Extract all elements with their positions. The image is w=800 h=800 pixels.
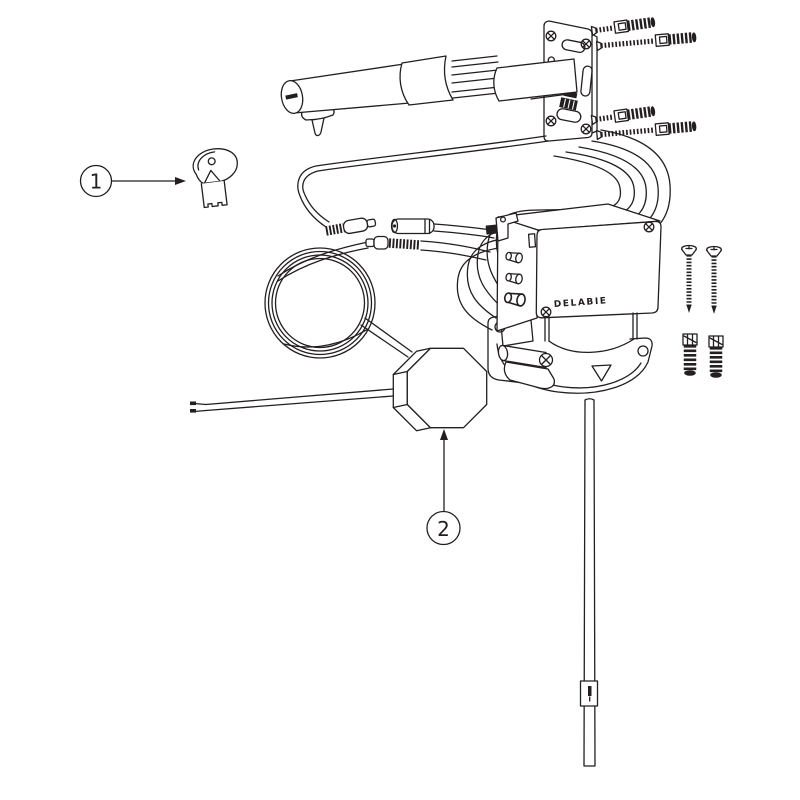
coil-ring-1 — [264, 247, 376, 359]
wall-plug-1 — [683, 334, 697, 376]
clamp-terminal — [485, 224, 499, 235]
plate-slot-bottom — [556, 108, 582, 123]
key — [192, 148, 238, 209]
connector-c-tip — [365, 238, 375, 248]
connector-a-ribs — [325, 223, 345, 236]
jack-connector-c — [365, 235, 491, 261]
coil-crossover — [283, 328, 369, 348]
sensor-cable-line-2 — [302, 140, 549, 223]
side-plug-3 — [503, 292, 526, 307]
coil-exit-to-connector — [277, 241, 369, 282]
jack-connector-b — [390, 218, 498, 239]
connector-c-body — [373, 235, 389, 250]
tube-joint-clip — [588, 686, 592, 696]
back-plate-outline — [487, 308, 537, 384]
transformer-box — [190, 347, 488, 432]
connector-b-pin — [392, 224, 397, 228]
screw-plug-set-3 — [591, 105, 656, 125]
box-front-face — [535, 220, 662, 319]
nozzle-tip — [311, 117, 325, 137]
flow-direction-triangle — [591, 364, 612, 382]
wall-plug-2 — [709, 336, 723, 378]
key-hole — [207, 157, 216, 166]
cradle-hammock — [548, 338, 635, 354]
valve-cradle — [496, 312, 653, 394]
screw-plug-set-4 — [596, 120, 696, 140]
coil-ring-4 — [274, 257, 366, 349]
screw-plug-set-2 — [596, 31, 696, 51]
connector-b-body — [391, 218, 435, 235]
tube-outline — [583, 398, 596, 767]
box-side-plugs — [503, 251, 526, 307]
plate-slot-top — [561, 39, 586, 53]
vertical-supply-tube — [579, 398, 599, 767]
clamp-bracket — [495, 212, 519, 242]
box-cable-clamp — [485, 212, 519, 242]
spout-shank-tubes — [451, 55, 500, 99]
callout-2-number: 2 — [437, 517, 450, 541]
sleeve-lip — [530, 92, 577, 100]
key-bow — [192, 148, 238, 185]
coil-ring-2 — [267, 250, 373, 356]
key-bow-notch — [203, 169, 221, 184]
connector-c-cable — [420, 240, 491, 261]
control-box-brand-label: DELABIE — [554, 296, 608, 310]
vertical-screw-2 — [707, 247, 722, 315]
callout-1: 1 — [79, 164, 186, 198]
spout — [280, 55, 578, 137]
spout-grip — [399, 55, 454, 106]
plate-side-edge — [591, 33, 598, 134]
side-plug-2 — [505, 272, 523, 285]
sensor-cable — [297, 135, 549, 228]
connector-b-face — [390, 218, 399, 234]
side-plug-1 — [505, 251, 523, 264]
connector-a-tip — [366, 218, 377, 228]
vertical-screw-1 — [682, 246, 697, 314]
callout-2: 2 — [426, 429, 461, 546]
cradle-flap — [503, 361, 556, 390]
cradle-roller — [497, 344, 554, 369]
spout-body — [284, 63, 411, 114]
connector-b-ridges — [424, 218, 431, 235]
callout-2-circle — [426, 510, 461, 546]
callout-2-arrowhead — [440, 429, 448, 440]
box-cable-slot — [527, 233, 537, 248]
cradle-rods — [544, 312, 638, 342]
fixing-kit-vertical — [682, 246, 723, 378]
wall-screws-and-plugs-top — [591, 16, 697, 140]
mains-wire-end-1 — [190, 401, 196, 406]
connector-c-ribs — [388, 238, 421, 250]
screw-plug-set-1 — [591, 16, 656, 36]
sensor-cable-line-1 — [297, 135, 547, 228]
coiled-cable — [264, 241, 413, 359]
connector-a-body — [342, 217, 369, 235]
jack-connector-a — [325, 217, 377, 236]
clamp-screw — [499, 216, 507, 223]
cradle-hole — [637, 345, 649, 357]
callout-1-arrowhead — [175, 177, 186, 185]
callout-1-circle — [79, 164, 113, 198]
key-bow-inner-line — [197, 151, 216, 171]
spout-sleeve — [493, 58, 578, 102]
mains-wire-end-2 — [190, 409, 196, 413]
transformer-depth-edges — [392, 370, 408, 409]
transformer-face — [406, 347, 488, 429]
control-box: DELABIE — [485, 203, 662, 332]
coil-exit-to-transformer — [360, 317, 413, 358]
mains-cable — [205, 388, 394, 412]
spout-logo-mark — [285, 93, 298, 100]
callout-1-number: 1 — [90, 170, 103, 194]
plate-slot-right — [580, 65, 593, 97]
plate-cable-gland — [559, 90, 578, 111]
key-blade — [200, 180, 228, 209]
